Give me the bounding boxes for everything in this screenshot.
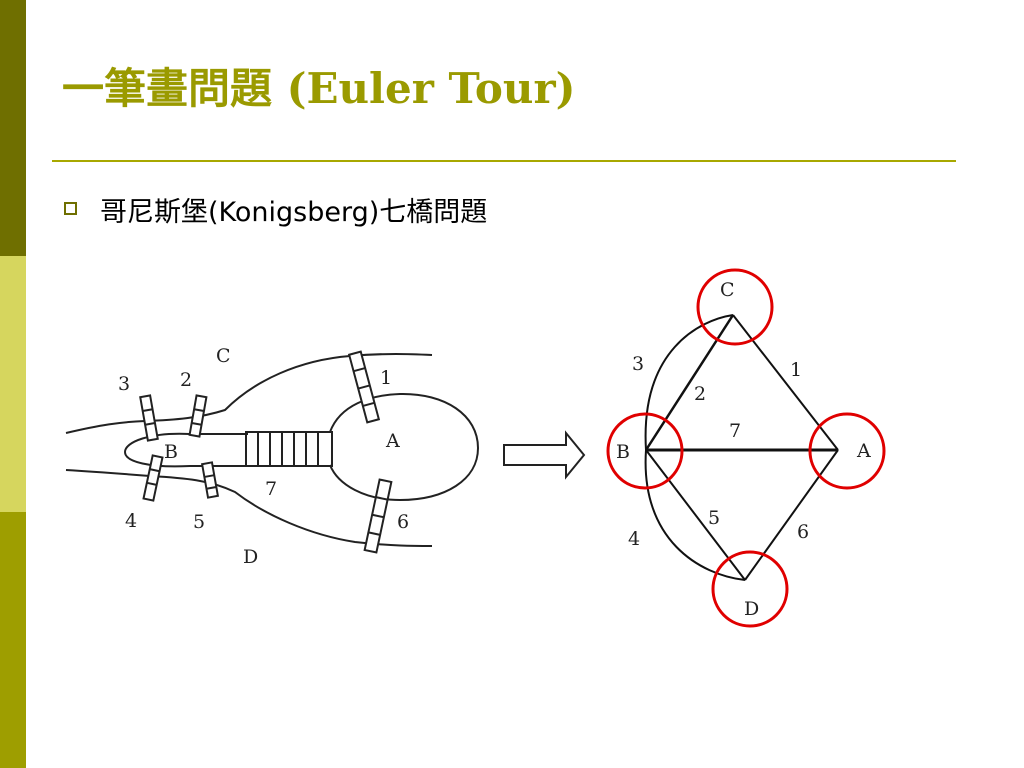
graph-edge-label-7: 7 [729, 420, 741, 442]
graph-edge-5 [645, 449, 746, 581]
graph-edge-label-1: 1 [790, 359, 802, 381]
island-b-outline [123, 432, 248, 468]
map-bridge-label-4: 4 [125, 510, 137, 532]
graph-edge-4 [644, 449, 746, 581]
bridge-5 [200, 461, 220, 499]
title-divider [52, 160, 956, 162]
map-bridge-label-3: 3 [118, 373, 130, 395]
map-bridge-label-6: 6 [397, 511, 409, 533]
bridge-3 [139, 394, 159, 442]
graph-edge-label-5: 5 [708, 507, 720, 529]
graph-edge-1 [732, 314, 839, 451]
map-label-a: A [385, 430, 400, 452]
sidebar-stripe-top [0, 0, 26, 256]
map-bridge-label-5: 5 [193, 511, 205, 533]
vertex-b-circle [606, 412, 684, 490]
graph-node-label-b: B [616, 441, 630, 463]
graph-node-label-a: A [856, 440, 871, 462]
graph-edge-label-4: 4 [628, 528, 640, 550]
bullet-text: 哥尼斯堡(Konigsberg)七橋問題 [100, 197, 488, 228]
bridge-2 [188, 394, 208, 438]
graph-edge-label-3: 3 [632, 353, 644, 375]
map-bridge-label-2: 2 [180, 369, 192, 391]
sidebar-stripe-bottom [0, 512, 26, 768]
graph-edge-2 [644, 314, 735, 451]
graph-edge-label-2: 2 [694, 383, 706, 405]
vertex-c-circle [696, 268, 774, 346]
graph-edge-3 [644, 314, 734, 451]
bridge-7 [245, 431, 333, 467]
vertex-a-circle [808, 412, 886, 490]
bridge-6 [363, 478, 393, 554]
graph-edges [644, 314, 839, 581]
map-bridge-label-7: 7 [265, 478, 277, 500]
transform-arrow-icon [503, 430, 586, 480]
bridge-1 [347, 350, 381, 424]
graph-edge-label-6: 6 [797, 521, 809, 543]
map-label-d: D [243, 546, 258, 568]
vertex-d-circle [711, 550, 789, 628]
map-label-b: B [164, 441, 178, 463]
graph-edge-6 [744, 449, 839, 581]
vertex-highlights [606, 268, 886, 628]
island-a-outline [329, 392, 480, 502]
square-bullet-icon [64, 202, 77, 215]
graph-node-label-d: D [744, 598, 759, 620]
graph-node-label-c: C [720, 279, 735, 301]
map-bridge-label-1: 1 [380, 367, 392, 389]
slide-title: 一筆畫問題 (Euler Tour) [62, 64, 576, 113]
river-bank-upper [65, 353, 433, 434]
sidebar-stripe-middle [0, 256, 26, 512]
map-label-c: C [216, 345, 231, 367]
bridge-4 [142, 454, 164, 502]
